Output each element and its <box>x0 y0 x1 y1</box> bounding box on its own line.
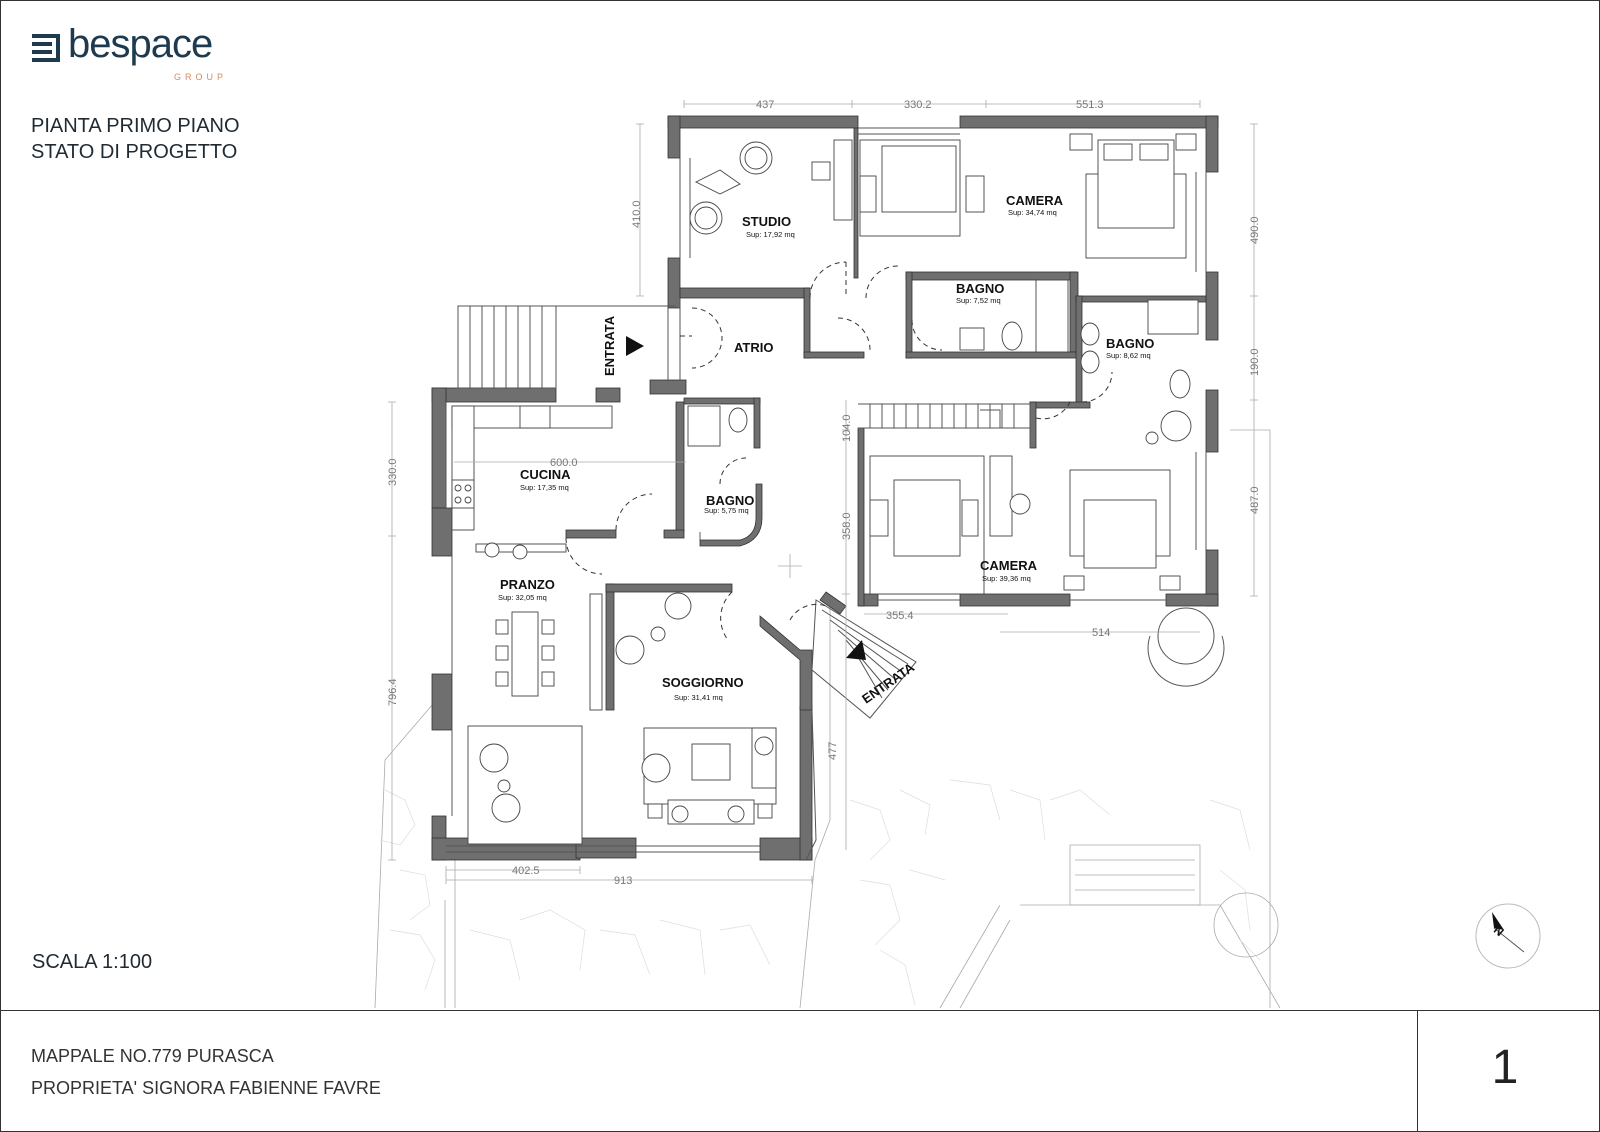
paving-texture <box>374 429 1281 1009</box>
dim-mid-low: 477 <box>827 742 839 760</box>
brand-name: bespace <box>68 22 213 66</box>
page-number: 1 <box>1491 1041 1519 1094</box>
room-bagno-right-area: Sup: 8,62 mq <box>1106 351 1151 360</box>
dim-bottom-1: 402.5 <box>512 865 540 877</box>
room-camera-bottom-name: CAMERA <box>980 558 1038 573</box>
dim-right-3: 487.0 <box>1249 486 1261 514</box>
footer-rule <box>0 1010 1600 1011</box>
furniture <box>451 133 1199 845</box>
dim-bottom-2: 913 <box>614 875 632 887</box>
floor-plan: STUDIO Sup: 17,92 mq CAMERA Sup: 34,74 m… <box>374 99 1541 1009</box>
plan-title-line2: STATO DI PROGETTO <box>31 141 238 163</box>
room-bagno-right-name: BAGNO <box>1106 336 1154 351</box>
footer-owner: PROPRIETA' SIGNORA FABIENNE FAVRE <box>31 1078 381 1098</box>
room-soggiorno-area: Sup: 31,41 mq <box>674 693 723 702</box>
dim-right-2: 190.0 <box>1249 348 1261 376</box>
dim-top-3: 551.3 <box>1076 99 1104 111</box>
door-swings <box>565 261 1113 641</box>
dim-right-1: 490.0 <box>1249 216 1261 244</box>
room-studio-area: Sup: 17,92 mq <box>746 230 795 239</box>
walls <box>431 115 1219 861</box>
room-cucina-area: Sup: 17,35 mq <box>520 483 569 492</box>
room-camera-bottom-area: Sup: 39,36 mq <box>982 574 1031 583</box>
dim-top-2: 330.2 <box>904 99 932 111</box>
north-compass-icon: N <box>1475 903 1541 969</box>
room-soggiorno-name: SOGGIORNO <box>662 675 744 690</box>
room-bagno-small-name: BAGNO <box>706 493 754 508</box>
room-pranzo-area: Sup: 32,05 mq <box>498 593 547 602</box>
plan-title-line1: PIANTA PRIMO PIANO <box>31 115 240 137</box>
dim-camera-width: 355.4 <box>886 610 914 622</box>
room-pranzo-name: PRANZO <box>500 577 555 592</box>
scale-label: SCALA 1:100 <box>32 951 153 973</box>
room-bagno-top-name: BAGNO <box>956 281 1004 296</box>
footer-parcel: MAPPALE NO.779 PURASCA <box>31 1046 274 1066</box>
room-cucina-name: CUCINA <box>520 467 571 482</box>
dim-left-2: 796.4 <box>387 678 399 706</box>
brand-logo: bespace GROUP <box>32 22 252 90</box>
dim-kitchen: 600.0 <box>550 457 578 469</box>
logo-mark-icon <box>32 34 62 64</box>
room-camera-top-area: Sup: 34,74 mq <box>1008 208 1057 217</box>
plan-title: PIANTA PRIMO PIANO STATO DI PROGETTO <box>31 113 240 165</box>
room-atrio-name: ATRIO <box>734 340 773 355</box>
room-studio-name: STUDIO <box>742 214 791 229</box>
room-bagno-top-area: Sup: 7,52 mq <box>956 296 1001 305</box>
room-bagno-small-area: Sup: 5,75 mq <box>704 506 749 515</box>
dim-left-studio: 410.0 <box>631 200 643 228</box>
brand-sub: GROUP <box>174 72 228 82</box>
footer-divider <box>1417 1010 1418 1132</box>
dim-terrace: 514 <box>1092 627 1110 639</box>
dim-left-1: 330.0 <box>387 458 399 486</box>
dim-mid: 358.0 <box>841 512 853 540</box>
room-camera-top-name: CAMERA <box>1006 193 1064 208</box>
dim-stair: 104.0 <box>841 414 853 442</box>
dim-top-1: 437 <box>756 99 774 111</box>
entrance-west-label: ENTRATA <box>602 315 617 376</box>
dimension-lines <box>388 100 1258 884</box>
